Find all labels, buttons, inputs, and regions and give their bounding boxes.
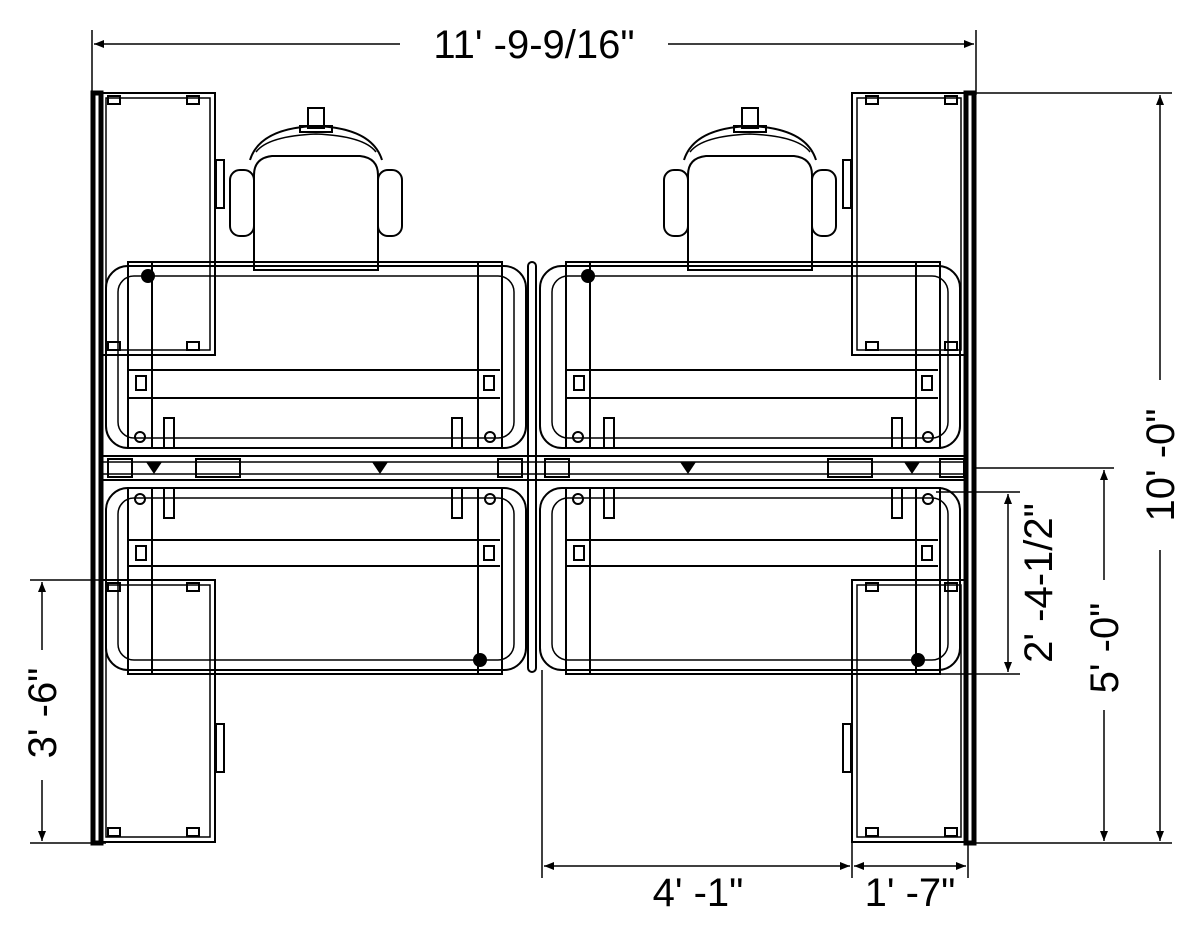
return-width-dimension: 1' -7" (854, 843, 969, 915)
overall-depth-dimension: 10' -0" (976, 92, 1183, 844)
return-length-dimension: 3' -6" (21, 579, 106, 844)
overall-width-dimension: 11' -9-9/16" (91, 23, 977, 95)
center-spine-panel (100, 261, 968, 673)
half-depth-label: 5' -0" (1083, 603, 1127, 694)
overall-depth-label: 10' -0" (1139, 408, 1183, 521)
lower-right-desk (539, 487, 961, 675)
return-width-label: 1' -7" (865, 871, 956, 915)
lower-left-return (100, 579, 225, 843)
lower-right-return (842, 579, 967, 843)
upper-left-desk (105, 261, 527, 449)
lower-left-desk (105, 487, 527, 675)
return-length-label: 3' -6" (21, 668, 65, 759)
upper-left-return (100, 92, 225, 356)
overall-width-label: 11' -9-9/16" (433, 23, 634, 67)
worksurface-depth-dimension: 2' -4-1/2" (936, 491, 1061, 675)
chair-right (663, 107, 837, 271)
upper-right-return (842, 92, 967, 356)
chair-left (229, 107, 403, 271)
desk-width-label: 4' -1" (653, 871, 744, 915)
desk-width-dimension: 4' -1" (541, 670, 853, 915)
half-depth-dimension: 5' -0" (976, 467, 1127, 841)
worksurface-depth-label: 2' -4-1/2" (1017, 503, 1061, 663)
